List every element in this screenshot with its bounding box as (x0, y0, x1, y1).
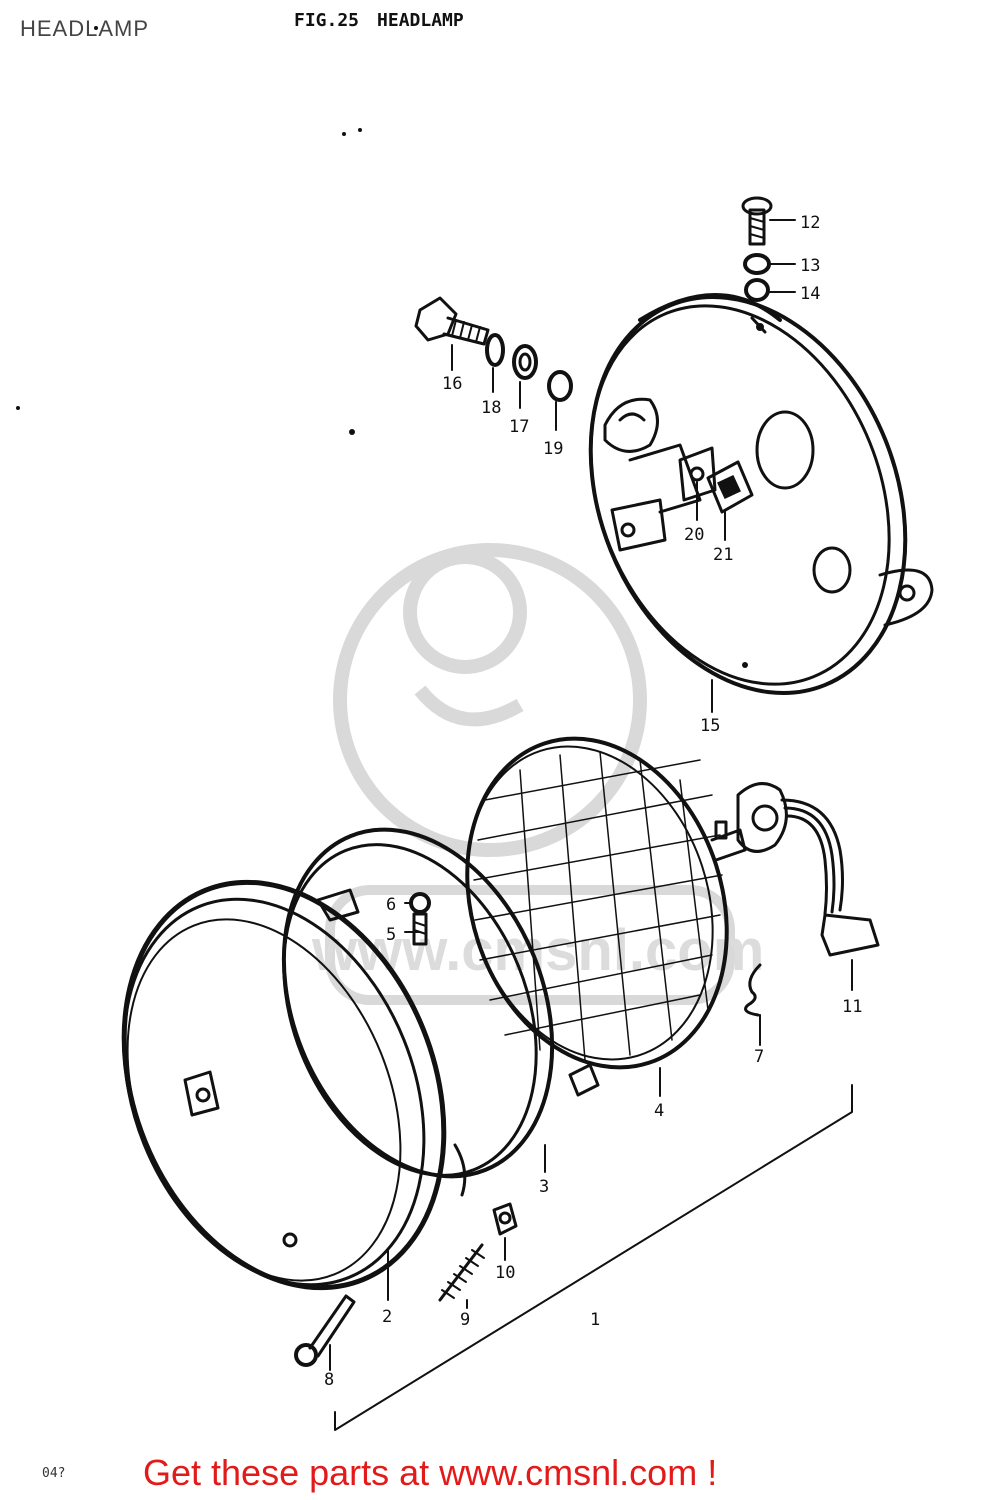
watermark-text: www.cmsnl.com (311, 918, 764, 983)
callout-12: 12 (800, 213, 820, 233)
spring-clip (744, 963, 762, 1017)
adjust-nut-6 (409, 892, 431, 914)
callout-20: 20 (684, 525, 704, 545)
callout-16: 16 (442, 374, 462, 394)
callout-8: 8 (324, 1370, 334, 1390)
callout-7: 7 (754, 1047, 764, 1067)
bolt-16 (414, 296, 490, 346)
nut-14 (744, 278, 770, 302)
page-label: HEADLAMP (20, 16, 150, 41)
callout-17: 17 (509, 417, 529, 437)
figure-title: FIG.25 HEADLAMP (294, 10, 482, 31)
scan-specks (16, 26, 362, 435)
callout-15: 15 (700, 716, 720, 736)
callout-11: 11 (842, 997, 862, 1017)
figure-number: FIG.25 (294, 10, 360, 31)
callout-18: 18 (481, 398, 501, 418)
screw-12 (741, 196, 773, 246)
screw-8 (294, 1294, 356, 1367)
callout-14: 14 (800, 284, 820, 304)
spring-9 (438, 1243, 485, 1302)
callout-19: 19 (543, 439, 563, 459)
bulb-socket (706, 460, 754, 514)
callout-3: 3 (539, 1177, 549, 1197)
washer-13 (743, 253, 771, 275)
housing-bracket (678, 446, 717, 502)
leader-lines (329, 219, 853, 1431)
headlamp-housing (588, 293, 934, 695)
wire-harness-connector (736, 782, 880, 957)
parts-shop-link[interactable]: Get these parts at www.cmsnl.com ! (143, 1452, 718, 1493)
callout-4: 4 (654, 1101, 664, 1121)
callout-2: 2 (382, 1307, 392, 1327)
callout-21: 21 (713, 545, 733, 565)
headlamp-rim (121, 879, 467, 1291)
washer-17 (512, 344, 538, 380)
callout-1: 1 (590, 1310, 600, 1330)
figure-name: HEADLAMP (377, 10, 464, 31)
nut-19 (547, 370, 573, 402)
callout-labels: 1 2 3 4 5 6 7 8 9 10 11 12 13 14 15 16 1… (324, 213, 862, 1390)
callout-9: 9 (460, 1310, 470, 1330)
diagram-code: 04? (42, 1466, 66, 1481)
nut-10 (492, 1202, 518, 1236)
callout-5: 5 (386, 925, 396, 945)
callout-6: 6 (386, 895, 396, 915)
washer-18 (485, 333, 505, 367)
mounting-ring (281, 827, 600, 1179)
callout-13: 13 (800, 256, 820, 276)
sealed-beam-unit (465, 736, 747, 1070)
cmsnl-watermark: www.cmsnl.com (311, 543, 764, 1005)
callout-10: 10 (495, 1263, 515, 1283)
